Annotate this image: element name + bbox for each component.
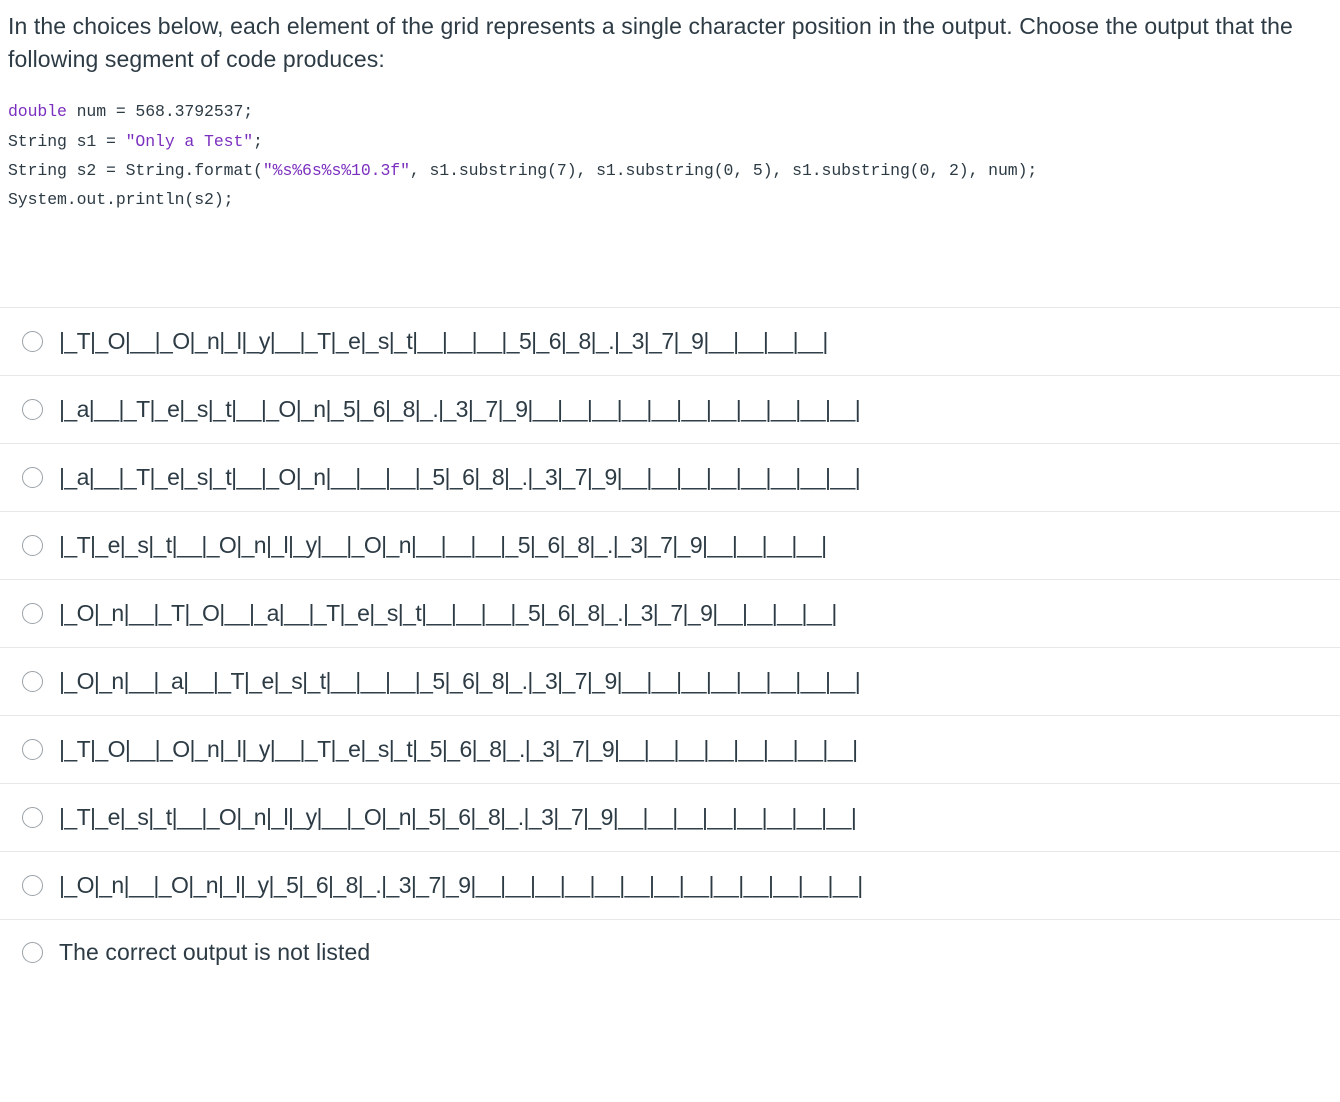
answer-choice-choice-h[interactable]: |_T|_e|_s|_t|__|_O|_n|_l|_y|__|_O|_n|_5|… — [0, 782, 1340, 851]
answer-choice-choice-g[interactable]: |_T|_O|__|_O|_n|_l|_y|__|_T|_e|_s|_t|_5|… — [0, 714, 1340, 783]
code-token: String s2 = String.format( — [8, 161, 263, 181]
code-token: "%s%6s%s%10.3f" — [262, 161, 410, 181]
answer-choice-label: |_T|_e|_s|_t|__|_O|_n|_l|_y|__|_O|_n|__|… — [59, 531, 827, 558]
radio-button-icon[interactable] — [22, 398, 43, 420]
code-token: ; — [253, 131, 263, 151]
radio-button-icon[interactable] — [22, 874, 43, 896]
question-prompt: In the choices below, each element of th… — [8, 13, 1293, 72]
radio-button-icon[interactable] — [22, 602, 43, 624]
answer-choice-label: The correct output is not listed — [59, 939, 371, 966]
answer-choice-choice-e[interactable]: |_O|_n|__|_T|_O|__|_a|__|_T|_e|_s|_t|__|… — [0, 578, 1340, 647]
answer-choice-choice-f[interactable]: |_O|_n|__|_a|__|_T|_e|_s|_t|__|__|__|_5|… — [0, 646, 1340, 715]
radio-button-icon[interactable] — [22, 466, 43, 488]
answer-choice-choice-j[interactable]: The correct output is not listed — [0, 918, 1340, 987]
code-snippet: double num = 568.3792537;String s1 = "On… — [0, 75, 1340, 214]
code-token: String s1 = — [8, 131, 126, 151]
radio-button-icon[interactable] — [22, 942, 43, 964]
code-line: String s1 = "Only a Test"; — [8, 127, 1332, 156]
code-token: "Only a Test" — [125, 131, 254, 151]
answer-choice-label: |_T|_O|__|_O|_n|_l|_y|__|_T|_e|_s|_t|__|… — [59, 327, 828, 354]
radio-button-icon[interactable] — [22, 330, 43, 352]
answer-choice-label: |_T|_e|_s|_t|__|_O|_n|_l|_y|__|_O|_n|_5|… — [59, 803, 857, 830]
code-token: System.out.println(s2); — [8, 190, 234, 210]
answer-choice-choice-b[interactable]: |_a|__|_T|_e|_s|_t|__|_O|_n|_5|_6|_8|_.|… — [0, 374, 1340, 443]
answer-choice-choice-a[interactable]: |_T|_O|__|_O|_n|_l|_y|__|_T|_e|_s|_t|__|… — [0, 306, 1340, 375]
answer-choice-choice-i[interactable]: |_O|_n|__|_O|_n|_l|_y|_5|_6|_8|_.|_3|_7|… — [0, 850, 1340, 919]
code-line: double num = 568.3792537; — [8, 97, 1332, 126]
code-line: System.out.println(s2); — [8, 185, 1332, 214]
radio-button-icon[interactable] — [22, 806, 43, 828]
answer-choice-label: |_a|__|_T|_e|_s|_t|__|_O|_n|__|__|__|_5|… — [59, 463, 861, 490]
code-token: , s1.substring(7), s1.substring(0, 5), s… — [409, 161, 1038, 181]
answer-choice-choice-c[interactable]: |_a|__|_T|_e|_s|_t|__|_O|_n|__|__|__|_5|… — [0, 442, 1340, 511]
quiz-question-page: In the choices below, each element of th… — [0, 13, 1340, 987]
code-token: num = 568.3792537; — [66, 102, 254, 122]
answer-choice-label: |_O|_n|__|_a|__|_T|_e|_s|_t|__|__|__|_5|… — [59, 667, 861, 694]
answer-choice-label: |_O|_n|__|_O|_n|_l|_y|_5|_6|_8|_.|_3|_7|… — [59, 871, 863, 898]
answer-choice-label: |_a|__|_T|_e|_s|_t|__|_O|_n|_5|_6|_8|_.|… — [59, 395, 861, 422]
answer-choice-choice-d[interactable]: |_T|_e|_s|_t|__|_O|_n|_l|_y|__|_O|_n|__|… — [0, 510, 1340, 579]
radio-button-icon[interactable] — [22, 738, 43, 760]
answer-choice-label: |_T|_O|__|_O|_n|_l|_y|__|_T|_e|_s|_t|_5|… — [59, 735, 858, 762]
code-token: double — [8, 102, 67, 122]
answer-choice-label: |_O|_n|__|_T|_O|__|_a|__|_T|_e|_s|_t|__|… — [59, 599, 837, 626]
code-line: String s2 = String.format("%s%6s%s%10.3f… — [8, 156, 1332, 185]
answer-choices-list: |_T|_O|__|_O|_n|_l|_y|__|_T|_e|_s|_t|__|… — [0, 306, 1340, 987]
radio-button-icon[interactable] — [22, 670, 43, 692]
radio-button-icon[interactable] — [22, 534, 43, 556]
